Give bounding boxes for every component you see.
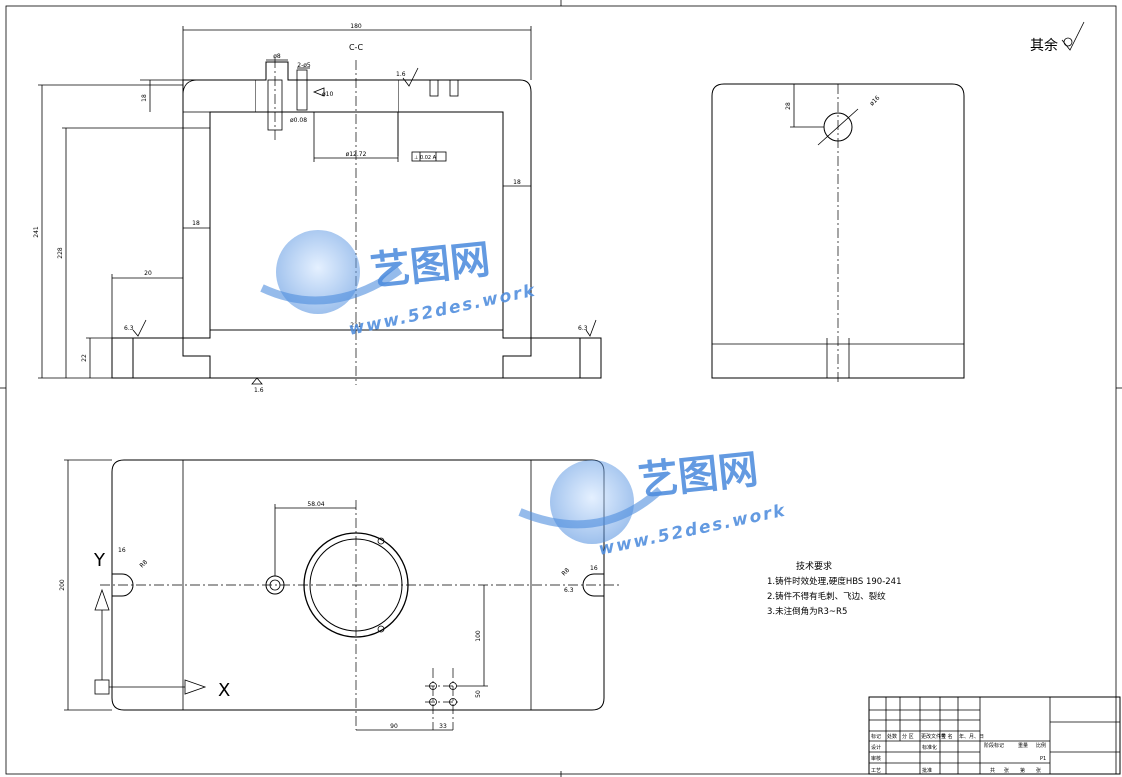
tb-total: 共 [990,767,995,774]
roughness-bottom: 1.6 [251,377,264,394]
roughness-left: 6.3 [124,319,147,337]
tb-zone: 分 区 [902,733,914,740]
tb-sign: 签 名 [941,733,953,740]
section-hatch-top-left [182,79,257,113]
plan-dim-5: 50 [475,690,482,698]
watermark-top-cn: 艺图网 [368,237,492,295]
tb-weight: 重量 [1018,742,1028,749]
svg-text:1.6: 1.6 [396,71,406,78]
plan-view: 200 58.04 100 90 33 50 R8 R8 16 16 6.3 X… [59,459,620,731]
dim-top-width: 180 [350,23,362,30]
plan-slot-left [112,573,134,597]
section-view-cc: 180 241 228 18 18 18 20 22 211 ø12.72 ø8… [33,23,602,394]
tb-stage: 阶段标记 [984,742,1004,749]
roughness-note-text: 其余 [1030,37,1058,54]
dim-flange-height: 22 [81,354,88,362]
plan-bore-outer [303,532,409,638]
slot-right-width: 16 [590,565,598,572]
tb-review: 审核 [871,755,881,762]
dim-inner-height: 228 [57,247,64,259]
watermark-bottom-cn: 艺图网 [636,447,760,505]
dim-inner-width: 211 [350,322,362,329]
watermark-top: 艺图网 www.52des.work [260,230,538,340]
dim-small-3: ø10 [322,91,333,98]
tb-date: 年、月、日 [959,733,984,740]
side-hole-dim: ø16 [868,94,881,107]
axis-x-label: X [218,680,230,701]
section-hatch-left [182,79,257,339]
plan-hole-group [425,668,461,730]
tech-item-2: 2.铸件不得有毛刺、飞边、裂纹 [767,591,886,602]
plan-slot-right [582,573,604,597]
plan-dim-3: 90 [390,723,398,730]
tech-item-1: 1.铸件时效处理,硬度HBS 190-241 [767,576,902,587]
roughness-right: 6.3 [578,319,597,337]
tolerance-frame: ⊥ 0.02 A [397,112,447,162]
slot-left-width: 16 [118,547,126,554]
side-view: 28 ø16 [711,83,965,385]
tb-no: 第 [1020,767,1025,774]
tech-title: 技术要求 [796,560,832,572]
svg-text:1.6: 1.6 [254,387,264,394]
dim-small-4: ø0.08 [290,117,307,124]
section-foot-left [111,337,134,379]
dim-overall-height: 241 [33,226,40,238]
slot-left-radius: R8 [138,559,149,570]
dim-top-thickness: 18 [141,94,148,102]
tb-standardization: 标准化 [922,744,937,751]
plan-dim-4: 33 [439,723,447,730]
tolerance-text: ⊥ 0.02 A [414,155,437,161]
tb-process: 工艺 [871,768,881,774]
dim-side-wall: 18 [513,179,521,186]
watermark-globe-icon-2 [550,460,634,544]
watermark-bottom: 艺图网 www.52des.work [518,447,788,560]
slot-right-radius: R8 [560,567,571,578]
plan-dim-height: 200 [59,579,66,591]
tb-change-doc: 更改文件号 [921,733,946,740]
section-hatch-right [397,79,532,339]
tb-scale: 比例 [1036,742,1046,749]
plan-dim-2: 100 [475,630,482,642]
tb-count: 处数 [887,733,897,740]
tb-page: P1 [1040,756,1046,762]
dim-hole-position: ø12.72 [346,151,367,158]
plan-bore-inner [309,538,403,632]
dim-small-2: 2-ø5 [297,62,311,69]
tb-mark: 标记 [871,733,881,740]
tb-approve: 批准 [922,767,932,774]
section-foot-right [579,337,602,379]
plan-dim-1: 58.04 [307,501,324,508]
dim-small-1: ø8 [273,53,281,60]
coordinate-axes: X Y [93,550,230,701]
dim-flange-width: 20 [144,270,152,277]
watermark-globe-icon [276,230,360,314]
title-block: 标记 处数 分 区 更改文件号 签 名 年、月、日 设计 标准化 审核 工艺 批… [868,696,1121,775]
svg-text:6.3: 6.3 [578,325,588,332]
section-label: C-C [349,43,363,52]
roughness-top: 1.6 [396,67,419,87]
dim-wall-thickness: 18 [192,220,200,227]
side-dim: 28 [785,102,792,110]
tb-design: 设计 [871,744,881,751]
axis-y-label: Y [93,550,106,571]
tech-requirements: 技术要求 1.铸件时效处理,硬度HBS 190-241 2.铸件不得有毛刺、飞边… [767,560,902,617]
roughness-note: 其余 [1030,21,1085,54]
slot-right-label: 6.3 [564,587,574,594]
svg-text:6.3: 6.3 [124,325,134,332]
tech-item-3: 3.未注倒角为R3~R5 [767,606,847,617]
tb-sheet-1: 张 [1004,767,1009,774]
tb-sheet-2: 张 [1036,767,1041,774]
